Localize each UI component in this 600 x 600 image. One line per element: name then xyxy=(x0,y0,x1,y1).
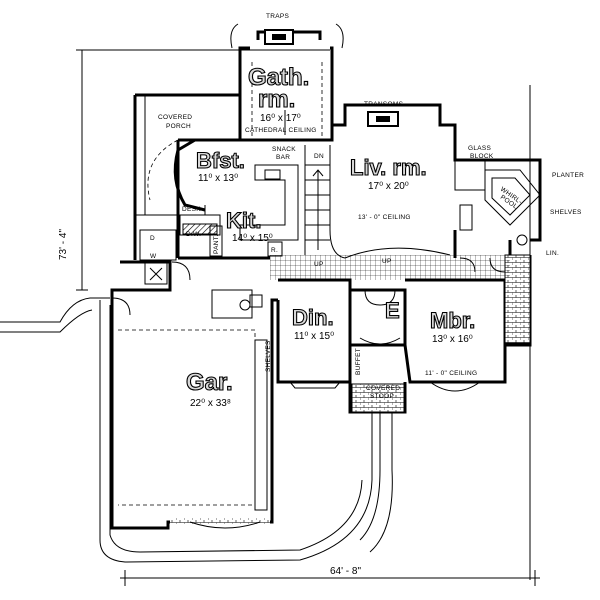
dishwasher-label: D.W. xyxy=(186,231,201,238)
breakfast-bay xyxy=(173,138,206,212)
snack-bar-label-2: BAR xyxy=(276,154,290,161)
gathering-room-name-2: rm. xyxy=(258,86,295,113)
garage-bay xyxy=(189,521,261,529)
driveway-outline xyxy=(0,297,110,333)
cathedral-ceiling-label: CATHEDRAL CEILING xyxy=(245,127,317,134)
glass-block-label-2: BLOCK xyxy=(470,153,494,160)
stoop-brick xyxy=(351,383,405,413)
buffet-label: BUFFET xyxy=(355,348,362,375)
pantry-label: PANT. xyxy=(213,235,220,254)
covered-porch-label: COVERED xyxy=(158,114,192,121)
planter-label: PLANTER xyxy=(552,172,584,179)
living-ceiling-label: 13' - 0" CEILING xyxy=(358,214,411,221)
dining-size: 11⁰ x 15⁰ xyxy=(294,331,334,342)
garage-name: Gar. xyxy=(186,369,233,396)
master-ceiling-label: 11' - 0" CEILING xyxy=(425,370,477,377)
gathering-room-size: 16⁰ x 17⁰ xyxy=(260,113,301,124)
garage-brick xyxy=(170,518,270,524)
living-room-name: Liv. rm. xyxy=(350,155,427,180)
refrigerator-label: R. xyxy=(271,247,278,254)
kitchen-name: Kit. xyxy=(226,208,261,233)
shelves-label: SHELVES xyxy=(550,209,582,216)
dryer-label: D xyxy=(150,235,155,242)
stair-up-label: UP xyxy=(314,261,324,268)
linen-label: LIN. xyxy=(546,250,559,257)
covered-porch xyxy=(134,95,179,216)
staircase xyxy=(304,145,451,259)
master-bedroom-size: 13⁰ x 16⁰ xyxy=(432,334,473,345)
desk-label: DESK xyxy=(182,206,201,213)
entry-name: E xyxy=(385,298,400,323)
kitchen-fixtures xyxy=(179,164,299,257)
stair-down-label: DN xyxy=(314,153,324,160)
living-room-size: 17⁰ x 20⁰ xyxy=(368,181,409,192)
walkway xyxy=(359,412,393,553)
kitchen-size: 14⁰ x 15⁰ xyxy=(232,233,273,244)
traps-label: TRAPS xyxy=(266,13,290,20)
living-fireplace xyxy=(367,111,399,127)
doors xyxy=(111,257,506,316)
master-bay xyxy=(429,381,481,392)
dining-name: Din. xyxy=(292,305,334,330)
gathering-room xyxy=(230,23,344,140)
garage-shelves-label: SHELVES xyxy=(265,340,272,372)
snack-bar-label: SNACK xyxy=(272,146,296,153)
breakfast-size: 11⁰ x 13⁰ xyxy=(198,173,238,184)
laundry xyxy=(139,229,263,319)
gathering-room-name: Gath. xyxy=(248,64,309,91)
washer-label: W xyxy=(150,253,157,260)
width-dimension: 64' - 8" xyxy=(330,566,361,577)
hall-floor xyxy=(270,255,510,280)
entry-curve xyxy=(359,337,401,345)
covered-stoop-label-2: STOOP xyxy=(370,393,394,400)
driveway-curve xyxy=(99,300,373,563)
breakfast-name: Bfst. xyxy=(196,148,245,173)
depth-dimension: 73' - 4" xyxy=(58,229,69,260)
dining-bay xyxy=(289,381,341,389)
glass-block-label: GLASS xyxy=(468,145,492,152)
covered-stoop-label: COVERED xyxy=(366,385,400,392)
garage-size: 22⁰ x 33⁸ xyxy=(190,398,231,409)
transoms-label: TRANSOMS xyxy=(364,101,404,108)
garage-interior xyxy=(111,329,268,511)
master-bath xyxy=(454,159,541,246)
hall-up-label: UP xyxy=(382,258,392,265)
master-bedroom-name: Mbr. xyxy=(430,308,475,333)
covered-porch-label-2: PORCH xyxy=(166,123,191,130)
